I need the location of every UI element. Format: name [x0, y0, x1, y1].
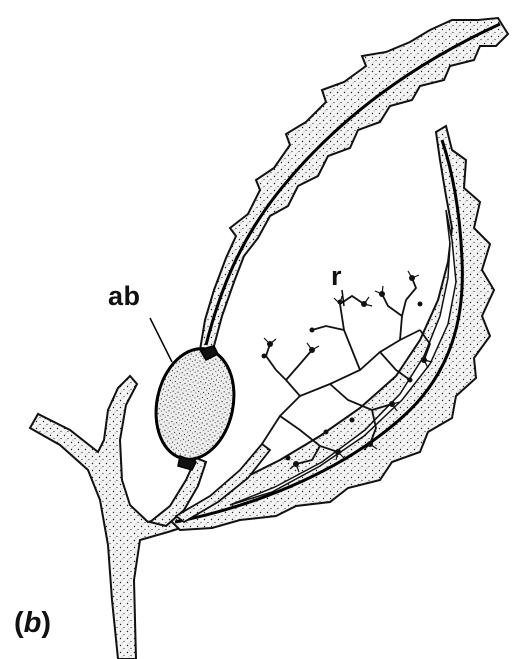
ab-leader-line	[150, 318, 172, 362]
panel-label-close: )	[41, 607, 51, 639]
rhizoid-label: r	[331, 263, 342, 290]
air-bladder	[146, 341, 244, 466]
r-leader-line	[342, 290, 344, 306]
air-bladder-label: ab	[108, 283, 141, 310]
panel-label-open: (	[14, 607, 24, 639]
panel-label-letter: b	[24, 607, 42, 639]
panel-label: (b)	[14, 609, 51, 638]
